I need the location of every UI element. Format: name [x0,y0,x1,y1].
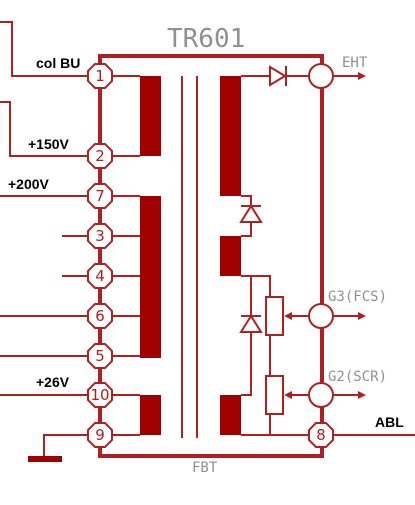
g3-terminal [308,303,334,329]
component-designator: TR601 [167,24,245,54]
pin-number: 8 [316,426,326,444]
pin-number: 3 [95,227,105,245]
transformer-core [181,76,198,438]
eht-circuit [241,65,366,87]
net-label-150v: +150V [28,136,70,152]
focus-potentiometer [265,296,284,336]
external-left-wiring [0,21,87,456]
g2-arrow-icon [358,391,366,399]
g3-label: G3(FCS) [328,289,387,305]
winding-eht-middle [220,236,241,276]
left-pin-2: 2 [87,143,113,169]
pin-number: 4 [95,267,105,285]
pin-number: 9 [95,426,105,444]
pin-number: 1 [95,67,105,85]
net-label-26v: +26V [36,374,70,390]
pin-number: 5 [95,347,105,365]
left-pin-6: 6 [87,303,113,329]
focus-screen-circuit [239,195,415,436]
secondary-windings [220,76,241,435]
transformer-body [98,54,324,458]
eht-label: EHT [342,55,368,71]
pin-number: 7 [95,187,105,205]
left-pin-7: 7 [87,183,113,209]
left-pin-9: 9 [87,422,113,448]
left-pin-3: 3 [87,223,113,249]
right-pin-8: 8 [308,422,334,448]
ground-symbol [28,456,62,462]
g2-terminal [308,382,334,408]
focus-wiper-icon [284,312,292,320]
pin-number: 10 [90,386,109,404]
net-label-200v: +200V [8,176,50,192]
diode-lower-icon [239,314,263,333]
primary-windings [140,76,161,435]
winding-eht-lower [220,395,241,435]
left-pin-10: 10 [87,382,113,408]
winding-7-5 [140,196,161,358]
winding-1-2 [140,76,161,156]
pin-number: 6 [95,307,105,325]
left-pin-4: 4 [87,263,113,289]
winding-eht-upper [220,76,241,196]
left-pin-5: 5 [87,343,113,369]
screen-wiper-icon [284,391,292,399]
eht-terminal [308,63,334,89]
primary-wiring [111,75,140,436]
component-part-label: FBT [192,460,218,476]
diode-upper-icon [239,204,263,223]
net-label-col-bu: col BU [36,55,80,71]
eht-diode-icon [269,65,287,87]
g3-arrow-icon [358,312,366,320]
screen-potentiometer [265,375,284,415]
eht-arrow-icon [358,72,366,80]
net-label-abl: ABL [375,414,404,430]
winding-10-9 [140,395,161,435]
left-pin-1: 1 [87,63,113,89]
pin-number: 2 [95,147,105,165]
g2-label: G2(SCR) [328,369,387,385]
